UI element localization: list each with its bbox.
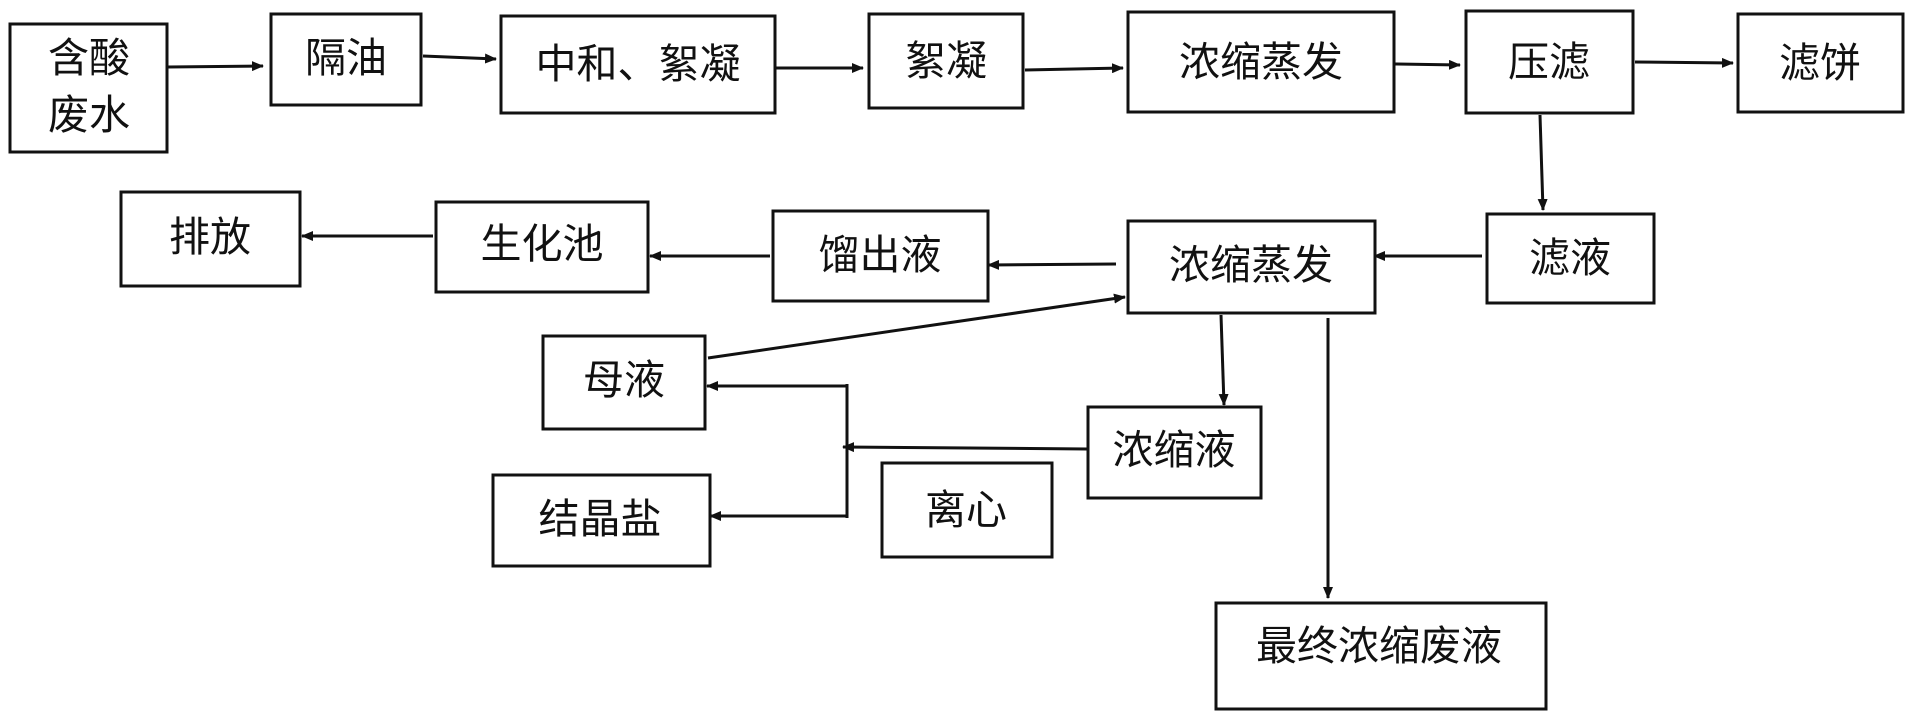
label-biochemical-tank: 生化池 [481, 220, 604, 268]
node-neutralization-flocculation: 中和、絮凝 [499, 14, 777, 115]
arrow-mother-to-evaporation [707, 293, 1126, 360]
label-mother-liquor: 母液 [583, 356, 665, 404]
arrow-evaporation-to-concentrate [1218, 314, 1229, 406]
arrow-acid-to-oil [167, 61, 264, 72]
node-biochemical-tank: 生化池 [434, 200, 650, 294]
node-evaporation-1: 浓缩蒸发 [1126, 10, 1396, 114]
label-filtrate: 滤液 [1529, 234, 1611, 282]
label-filter-cake: 滤饼 [1779, 39, 1861, 87]
arrow-concentrate-to-junction [842, 442, 1088, 453]
node-filtrate: 滤液 [1485, 212, 1656, 305]
node-concentrate: 浓缩液 [1086, 405, 1263, 500]
node-oil-separation: 隔油 [269, 12, 423, 107]
label-filter-press: 压滤 [1508, 38, 1590, 86]
node-centrifuge: 离心 [880, 461, 1054, 559]
node-filter-press: 压滤 [1464, 9, 1635, 115]
label-neutralization-flocculation: 中和、絮凝 [536, 40, 741, 88]
node-discharge: 排放 [119, 190, 302, 288]
node-final-concentrated-waste: 最终浓缩废液 [1214, 601, 1548, 711]
node-filter-cake: 滤饼 [1736, 12, 1905, 114]
label-discharge: 排放 [169, 213, 251, 261]
label-crystal-salt: 结晶盐 [539, 495, 662, 543]
connectors [167, 53, 1734, 599]
node-flocculation: 絮凝 [867, 12, 1025, 110]
node-acid-wastewater: 含酸 废水 [8, 22, 169, 154]
node-mother-liquor: 母液 [541, 334, 707, 431]
label-centrifuge: 离心 [925, 486, 1007, 534]
label-final-concentrated-waste: 最终浓缩废液 [1256, 622, 1502, 670]
label-concentrate: 浓缩液 [1113, 426, 1236, 474]
arrow-filterpress-to-cake [1634, 57, 1734, 68]
node-distillate: 馏出液 [771, 209, 990, 303]
arrow-evaporation-to-filterpress [1394, 59, 1461, 70]
label-oil-separation: 隔油 [305, 34, 387, 82]
arrow-filterpress-to-filtrate [1537, 114, 1548, 211]
label-flocculation: 絮凝 [905, 37, 987, 85]
label-acid-wastewater-line1: 含酸 [48, 34, 130, 82]
node-crystal-salt: 结晶盐 [491, 473, 712, 568]
label-evaporation-1: 浓缩蒸发 [1179, 38, 1343, 86]
label-distillate: 馏出液 [819, 231, 942, 279]
label-evaporation-2: 浓缩蒸发 [1169, 241, 1333, 289]
arrow-flocculation-to-evaporation [1024, 63, 1124, 74]
node-evaporation-2: 浓缩蒸发 [1126, 219, 1377, 315]
arrow-evaporation-to-distillate [987, 259, 1117, 270]
arrow-oil-to-neutralization [422, 53, 497, 64]
label-acid-wastewater-line2: 废水 [48, 91, 130, 139]
